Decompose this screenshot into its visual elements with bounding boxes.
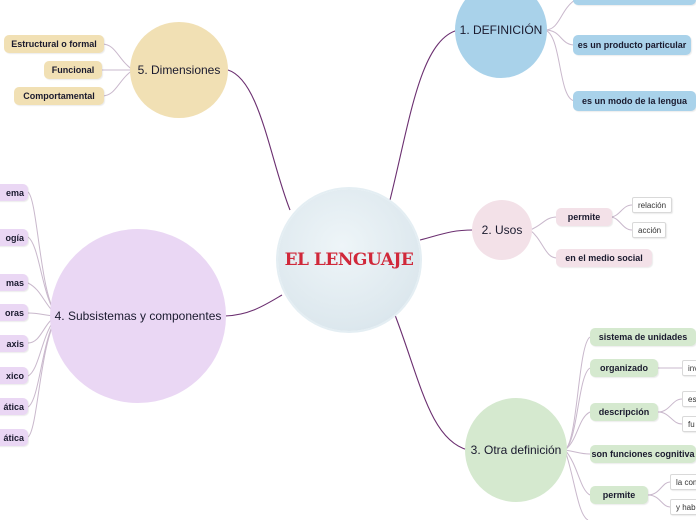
definicion-child-modo[interactable]: es un modo de la lengua — [573, 91, 696, 111]
otra-organizado[interactable]: organizado — [590, 359, 658, 377]
otra-sistema-unidades[interactable]: sistema de unidades — [590, 328, 696, 346]
branch-usos[interactable]: 2. Usos — [472, 200, 532, 260]
subsistemas-leaf-6[interactable]: xico — [0, 367, 28, 384]
branch-dimensiones-label: 5. Dimensiones — [137, 63, 221, 77]
subsistemas-leaf-1[interactable]: ema — [0, 184, 28, 201]
otra-funciones-cognitivas[interactable]: son funciones cognitiva — [590, 445, 696, 463]
dimensiones-estructural[interactable]: Estructural o formal — [4, 35, 104, 53]
usos-medio-social[interactable]: en el medio social — [556, 249, 652, 267]
otra-permite-box-2[interactable]: y habi — [670, 499, 696, 515]
dimensiones-funcional[interactable]: Funcional — [44, 61, 102, 79]
branch-otra-definicion[interactable]: 3. Otra definición — [465, 398, 567, 502]
central-topic-label: EL LENGUAJE — [284, 250, 414, 270]
subsistemas-leaf-4[interactable]: oras — [0, 304, 28, 321]
usos-accion[interactable]: acción — [632, 222, 666, 238]
central-topic[interactable]: EL LENGUAJE — [278, 189, 420, 331]
branch-definicion[interactable]: 1. DEFINICIÓN — [455, 0, 547, 78]
subsistemas-leaf-7[interactable]: ática — [0, 398, 28, 415]
otra-permite-box-1[interactable]: la com — [670, 474, 696, 490]
subsistemas-leaf-5[interactable]: axis — [0, 335, 28, 352]
otra-organizado-box[interactable]: inv — [682, 360, 696, 376]
branch-otra-definicion-label: 3. Otra definición — [470, 443, 562, 457]
branch-dimensiones[interactable]: 5. Dimensiones — [130, 22, 228, 118]
subsistemas-leaf-3[interactable]: mas — [0, 274, 28, 291]
otra-descripcion-box-2[interactable]: fu — [682, 416, 696, 432]
subsistemas-leaf-2[interactable]: ogía — [0, 229, 28, 246]
otra-permite[interactable]: permite — [590, 486, 648, 504]
branch-usos-label: 2. Usos — [481, 223, 523, 237]
subsistemas-leaf-8[interactable]: ática — [0, 429, 28, 446]
definicion-top-partial[interactable] — [573, 0, 696, 5]
branch-subsistemas[interactable]: 4. Subsistemas y componentes — [50, 229, 226, 403]
usos-relacion[interactable]: relación — [632, 197, 672, 213]
otra-descripcion[interactable]: descripción — [590, 403, 658, 421]
branch-subsistemas-label: 4. Subsistemas y componentes — [54, 309, 222, 323]
dimensiones-comportamental[interactable]: Comportamental — [14, 87, 104, 105]
otra-descripcion-box-1[interactable]: es — [682, 391, 696, 407]
definicion-child-producto[interactable]: es un producto particular — [573, 35, 691, 55]
usos-permite[interactable]: permite — [556, 208, 612, 226]
branch-definicion-label: 1. DEFINICIÓN — [459, 23, 543, 37]
